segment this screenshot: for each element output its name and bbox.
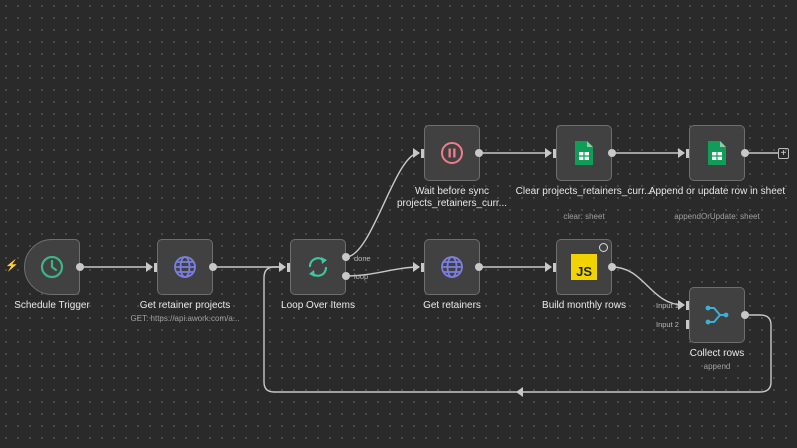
input-port[interactable]: [421, 149, 425, 158]
output-port-done[interactable]: [342, 253, 350, 261]
connection-loop-to-get-retainers: [345, 266, 420, 277]
input-port[interactable]: [686, 149, 690, 158]
node-append-or-update[interactable]: [689, 125, 745, 181]
google-sheets-icon: [573, 140, 595, 166]
merge-icon: [704, 302, 730, 328]
clock-icon: [39, 254, 65, 280]
connection-loop-done-to-wait: [345, 152, 420, 258]
node-wait-before-sync[interactable]: [424, 125, 480, 181]
lightning-icon: ⚡: [5, 260, 19, 272]
input-port[interactable]: [154, 263, 158, 272]
node-title: Build monthly rows: [542, 300, 626, 311]
node-subtitle: append: [703, 362, 731, 371]
node-get-retainer-projects[interactable]: [157, 239, 213, 295]
node-title: Collect rows: [689, 348, 745, 359]
node-loop-over-items[interactable]: [290, 239, 346, 295]
node-title: Schedule Trigger: [14, 300, 90, 311]
node-title: Loop Over Items: [281, 300, 355, 311]
output-port[interactable]: [608, 263, 616, 271]
javascript-icon: JS: [571, 254, 597, 280]
input-label-1: Input 1: [656, 301, 679, 310]
arrowhead: [413, 148, 420, 158]
output-port[interactable]: [209, 263, 217, 271]
node-title: Clear projects_retainers_curr...: [515, 186, 653, 197]
arrowhead: [545, 262, 552, 272]
node-schedule-trigger[interactable]: [24, 239, 80, 295]
arrowhead: [516, 387, 523, 397]
node-title: Get retainer projects: [139, 300, 231, 311]
node-title: Get retainers: [423, 300, 481, 311]
output-port[interactable]: [475, 149, 483, 157]
node-subtitle: appendOrUpdate: sheet: [674, 212, 760, 221]
refresh-icon[interactable]: [599, 243, 608, 252]
input-label-2: Input 2: [656, 320, 679, 329]
input-port[interactable]: [553, 263, 557, 272]
input-port-2[interactable]: [686, 320, 690, 329]
input-port-1[interactable]: [686, 301, 690, 310]
input-port[interactable]: [287, 263, 291, 272]
node-collect-rows[interactable]: [689, 287, 745, 343]
output-port[interactable]: [76, 263, 84, 271]
js-text: JS: [576, 264, 592, 279]
output-port-loop[interactable]: [342, 272, 350, 280]
arrowhead: [678, 148, 685, 158]
node-title: Append or update row in sheet: [648, 186, 786, 197]
output-label-done: done: [354, 254, 371, 263]
node-subtitle: GET: https://api.awork.com/a...: [130, 314, 240, 323]
output-port[interactable]: [608, 149, 616, 157]
output-label-loop: loop: [354, 272, 369, 281]
loop-icon: [305, 254, 331, 280]
input-port[interactable]: [421, 263, 425, 272]
arrowhead: [146, 262, 153, 272]
node-clear-sheet[interactable]: [556, 125, 612, 181]
arrowhead: [678, 300, 685, 310]
add-node-button[interactable]: +: [778, 148, 789, 159]
connection-build-to-collect: [611, 266, 685, 306]
pause-icon: [439, 140, 465, 166]
output-port[interactable]: [741, 149, 749, 157]
node-subtitle: clear: sheet: [563, 212, 605, 221]
node-build-monthly-rows[interactable]: JS: [556, 239, 612, 295]
globe-icon: [439, 254, 465, 280]
globe-icon: [172, 254, 198, 280]
node-get-retainers[interactable]: [424, 239, 480, 295]
arrowhead: [545, 148, 552, 158]
arrowhead: [413, 262, 420, 272]
arrowhead: [279, 262, 286, 272]
output-port[interactable]: [475, 263, 483, 271]
node-title: Wait before sync projects_retainers_curr…: [396, 186, 508, 209]
input-port[interactable]: [553, 149, 557, 158]
output-port[interactable]: [741, 311, 749, 319]
google-sheets-icon: [706, 140, 728, 166]
